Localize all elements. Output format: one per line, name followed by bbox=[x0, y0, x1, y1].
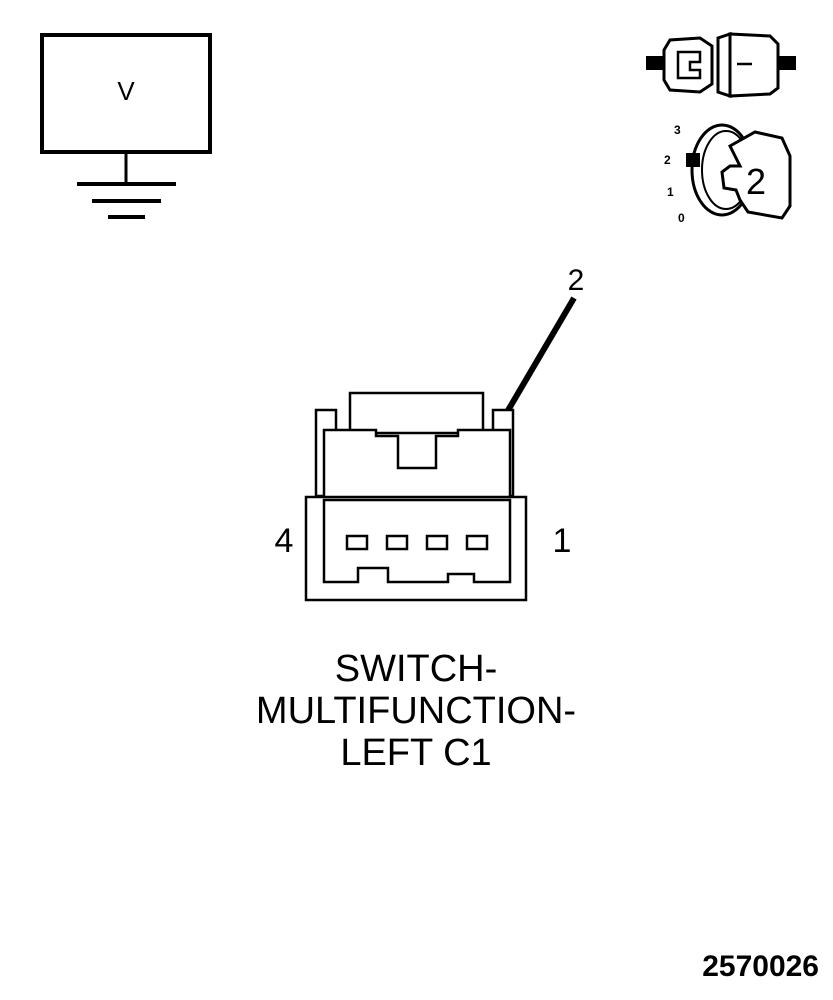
cavity-2 bbox=[425, 534, 449, 551]
voltmeter-label: V bbox=[117, 76, 135, 106]
cavity-1 bbox=[465, 534, 489, 551]
caption-line-1: SWITCH- bbox=[334, 648, 498, 690]
pin-label-right: 1 bbox=[553, 522, 572, 560]
caption-line-3: LEFT C1 bbox=[340, 732, 492, 774]
caption-line-2: MULTIFUNCTION- bbox=[255, 690, 577, 732]
pin-callout-label: 2 bbox=[568, 264, 585, 297]
key-position-0: 0 bbox=[678, 211, 685, 225]
voltmeter-ground-icon: V bbox=[40, 33, 212, 219]
cavity-4 bbox=[345, 534, 369, 551]
connector-face-icon bbox=[304, 391, 528, 602]
ignition-key-icon: 3 2 1 0 2 bbox=[664, 123, 792, 225]
connector-halves-icon bbox=[646, 31, 796, 99]
key-position-2: 2 bbox=[664, 153, 671, 167]
pin-label-left: 4 bbox=[275, 522, 294, 560]
key-position-3: 3 bbox=[674, 123, 681, 137]
cavity-3 bbox=[385, 534, 409, 551]
key-position-1: 1 bbox=[667, 185, 674, 199]
key-label: 2 bbox=[746, 161, 766, 202]
figure-number: 2570026 bbox=[702, 950, 819, 983]
